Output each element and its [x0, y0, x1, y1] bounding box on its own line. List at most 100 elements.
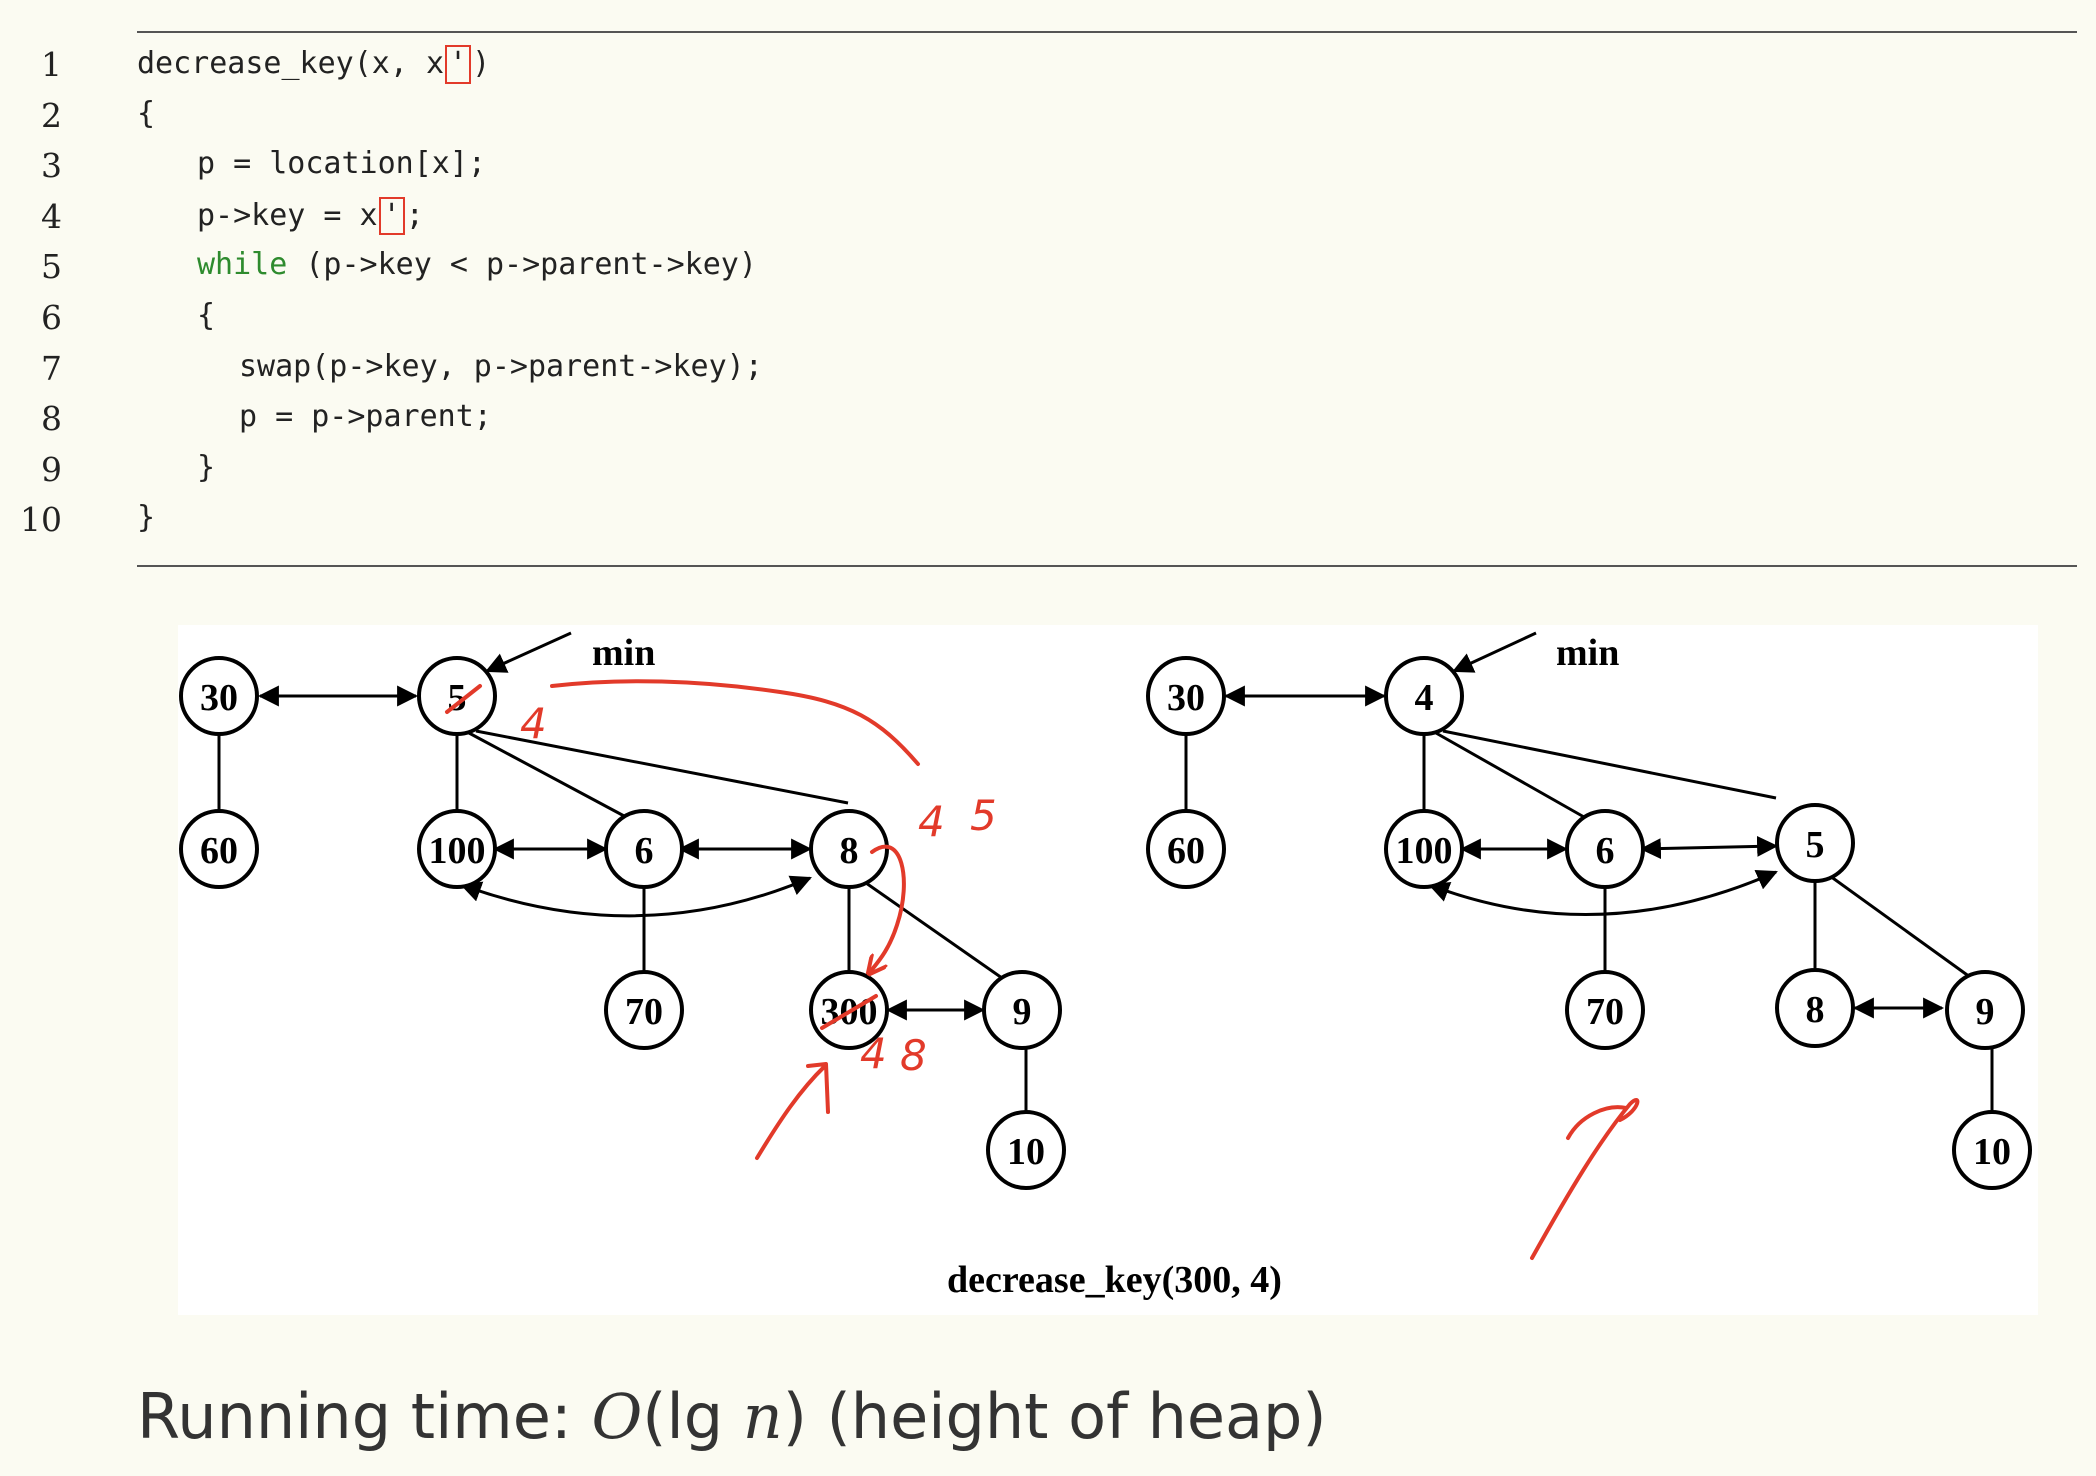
- code-fragment: {: [197, 298, 216, 333]
- edge-6-5-after: [1639, 835, 1779, 860]
- min-pointer-before: [485, 631, 572, 673]
- node-30: 30: [179, 656, 259, 736]
- node-8: 8: [809, 809, 889, 889]
- code-text: {: [197, 298, 215, 333]
- node-4-after: 4: [1384, 656, 1464, 736]
- ink-curve-top: [550, 679, 920, 766]
- ink-digit-4-b: 4: [918, 797, 945, 846]
- running-time: Running time: O(lg n) (height of heap): [137, 1380, 1327, 1453]
- code-text: swap(p->key, p->parent->key);: [239, 349, 763, 384]
- code-text: p->key = x';: [197, 196, 424, 236]
- svg-text:6: 6: [1596, 830, 1615, 872]
- figure-panel: [178, 625, 2038, 1315]
- svg-text:6: 6: [635, 830, 654, 872]
- ink-digits: 4 4 5 4 8: [520, 699, 997, 1080]
- code-line: 5 while (p->key < p->parent->key): [0, 247, 1400, 297]
- code-text: {: [137, 96, 155, 131]
- node-6: 6: [604, 809, 684, 889]
- code-line: 6{: [0, 298, 1400, 348]
- before-nodes: 30 5 60 100 6 8 70 300 9 10 min: [179, 632, 1066, 1190]
- node-60-after: 60: [1146, 809, 1226, 889]
- node-100: 100: [417, 809, 497, 889]
- code-line: 3 p = location[x];: [0, 146, 1400, 196]
- running-time-prefix: Running time:: [137, 1380, 592, 1453]
- node-30-after: 30: [1146, 656, 1226, 736]
- highlight-mark: ': [445, 45, 472, 84]
- line-number: 1: [41, 45, 62, 84]
- node-100-after: 100: [1384, 809, 1464, 889]
- svg-text:60: 60: [1167, 830, 1205, 872]
- svg-text:5: 5: [1806, 824, 1825, 866]
- code-line: 9}: [0, 450, 1400, 500]
- ink-swap-arrow: [870, 844, 906, 972]
- code-fragment: swap(p->key, p->parent->key);: [239, 348, 763, 384]
- code-text: while (p->key < p->parent->key): [197, 247, 757, 282]
- n-variable: n: [742, 1380, 783, 1453]
- node-5-after: 5: [1775, 803, 1855, 883]
- code-fragment: p = p->parent;: [239, 399, 492, 435]
- svg-text:8: 8: [1806, 989, 1825, 1031]
- svg-text:70: 70: [1586, 991, 1624, 1033]
- min-label-before: min: [592, 632, 655, 674]
- code-text: p = location[x];: [197, 146, 486, 181]
- node-60: 60: [179, 809, 259, 889]
- node-10: 10: [986, 1110, 1066, 1190]
- code-line: 10}: [0, 500, 1400, 550]
- code-line: 2{: [0, 96, 1400, 146]
- ink-strike-300: [820, 994, 878, 1030]
- diagram-caption: decrease_key(300, 4): [947, 1259, 1282, 1301]
- code-fragment: p->key = x: [197, 197, 378, 233]
- edge-8-9: [865, 881, 1003, 980]
- running-time-paren-open: (lg: [642, 1380, 743, 1453]
- code-line: 4 p->key = x';: [0, 196, 1400, 247]
- code-text: decrease_key(x, x'): [137, 45, 490, 84]
- line-number: 4: [41, 196, 62, 236]
- ink-strike-5: [445, 684, 482, 714]
- svg-text:100: 100: [429, 830, 486, 872]
- code-text: }: [197, 450, 215, 485]
- ink-arrow-left: [755, 1062, 830, 1160]
- ink-digit-8: 8: [900, 1031, 927, 1080]
- ink-digit-5: 5: [970, 791, 997, 840]
- line-number: 6: [41, 298, 62, 337]
- running-time-suffix: (height of heap): [806, 1380, 1327, 1453]
- line-number: 8: [41, 399, 62, 439]
- code-fragment: }: [197, 449, 216, 485]
- top-rule: [137, 31, 2077, 33]
- ink-annotations: [445, 679, 1640, 1260]
- code-fragment: p = location[x];: [197, 146, 486, 182]
- node-70: 70: [604, 970, 684, 1050]
- svg-text:30: 30: [200, 677, 238, 719]
- before-edges: [217, 631, 1028, 1112]
- code-fragment: {: [137, 95, 156, 131]
- code-line: 1 decrease_key(x, x'): [0, 45, 1400, 95]
- line-number: 3: [41, 146, 62, 186]
- edge-100-8-curve: [460, 875, 812, 918]
- ink-digit-4-c: 4: [860, 1029, 887, 1078]
- node-70-after: 70: [1565, 970, 1645, 1050]
- line-number: 10: [20, 500, 62, 540]
- after-edges: [1184, 631, 1994, 1112]
- code-text: p = p->parent;: [239, 399, 492, 434]
- ink-arrow-right: [1530, 1098, 1640, 1260]
- node-5: 5: [417, 656, 497, 736]
- edge-5-6: [468, 731, 627, 819]
- svg-text:100: 100: [1396, 830, 1453, 872]
- svg-text:30: 30: [1167, 677, 1205, 719]
- line-number: 5: [41, 247, 62, 287]
- line-number: 2: [41, 95, 62, 135]
- keyword: while: [197, 247, 288, 283]
- node-6-after: 6: [1565, 809, 1645, 889]
- node-9-after: 9: [1945, 970, 2025, 1050]
- node-9: 9: [982, 970, 1062, 1050]
- svg-text:8: 8: [840, 830, 859, 872]
- code-fragment: decrease_key(x, x: [137, 46, 445, 81]
- edge-4-5: [1442, 729, 1777, 800]
- code-text: }: [137, 500, 155, 535]
- bottom-rule: [137, 565, 2077, 567]
- ink-digit-4-a: 4: [520, 699, 547, 748]
- svg-text:60: 60: [200, 830, 238, 872]
- edge-5-8: [475, 729, 849, 805]
